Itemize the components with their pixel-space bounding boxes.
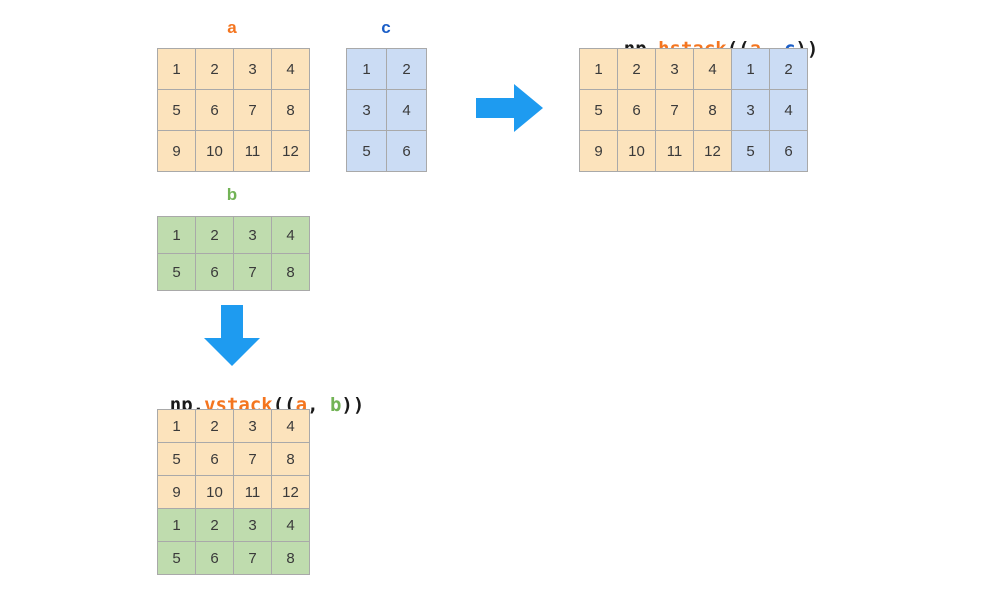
grid-cell: 8 — [693, 89, 732, 131]
grid-cell: 5 — [346, 130, 387, 172]
grid-cell: 5 — [579, 89, 618, 131]
grid-cell: 11 — [233, 130, 272, 172]
grid-cell: 3 — [731, 89, 770, 131]
array-label-c: c — [381, 18, 391, 37]
grid-cell: 5 — [157, 541, 196, 575]
grid-cell: 2 — [617, 48, 656, 90]
grid-cell: 4 — [271, 409, 310, 443]
grid-cell: 5 — [157, 442, 196, 476]
grid-cell: 12 — [271, 130, 310, 172]
grid-cell: 6 — [195, 89, 234, 131]
grid-cell: 4 — [271, 216, 310, 254]
grid-cell: 11 — [233, 475, 272, 509]
grid-cell: 3 — [346, 89, 387, 131]
grid-cell: 4 — [769, 89, 808, 131]
vstack-title-arg1: a — [295, 394, 308, 416]
grid-cell: 2 — [386, 48, 427, 90]
grid-cell: 1 — [731, 48, 770, 90]
grid-cell: 4 — [271, 508, 310, 542]
grid-cell: 3 — [233, 216, 272, 254]
grid-cell: 9 — [157, 475, 196, 509]
grid-cell: 3 — [655, 48, 694, 90]
grid-cell: 9 — [157, 130, 196, 172]
array-label-b: b — [226, 185, 238, 204]
grid-cell: 1 — [579, 48, 618, 90]
grid-cell: 6 — [617, 89, 656, 131]
vstack-title-arg2: b — [329, 394, 342, 416]
grid-cell: 1 — [157, 409, 196, 443]
grid-cell: 8 — [271, 253, 310, 291]
grid-cell: 2 — [195, 409, 234, 443]
grid-cell: 11 — [655, 130, 694, 172]
grid-cell: 4 — [693, 48, 732, 90]
grid-cell: 1 — [157, 48, 196, 90]
grid-cell: 7 — [655, 89, 694, 131]
grid-cell: 4 — [386, 89, 427, 131]
vstack-title-close-parens: )) — [341, 394, 365, 416]
vstack-title-separator: , — [307, 394, 330, 416]
grid-cell: 10 — [195, 475, 234, 509]
grid-cell: 12 — [271, 475, 310, 509]
grid-cell: 6 — [195, 253, 234, 291]
grid-cell: 2 — [195, 216, 234, 254]
grid-cell: 8 — [271, 541, 310, 575]
grid-cell: 2 — [769, 48, 808, 90]
grid-cell: 1 — [157, 216, 196, 254]
grid-cell: 10 — [617, 130, 656, 172]
grid-cell: 4 — [271, 48, 310, 90]
grid-cell: 1 — [346, 48, 387, 90]
arrow-down-icon — [204, 305, 260, 366]
grid-cell: 8 — [271, 89, 310, 131]
grid-cell: 5 — [157, 89, 196, 131]
grid-cell: 1 — [157, 508, 196, 542]
grid-cell: 7 — [233, 541, 272, 575]
grid-cell: 3 — [233, 508, 272, 542]
grid-cell: 6 — [195, 442, 234, 476]
grid-cell: 8 — [271, 442, 310, 476]
grid-cell: 6 — [195, 541, 234, 575]
grid-cell: 7 — [233, 442, 272, 476]
grid-cell: 3 — [233, 409, 272, 443]
grid-cell: 5 — [731, 130, 770, 172]
grid-cell: 2 — [195, 48, 234, 90]
grid-cell: 6 — [769, 130, 808, 172]
grid-cell: 7 — [233, 89, 272, 131]
grid-cell: 6 — [386, 130, 427, 172]
grid-cell: 2 — [195, 508, 234, 542]
grid-cell: 7 — [233, 253, 272, 291]
grid-cell: 10 — [195, 130, 234, 172]
grid-cell: 3 — [233, 48, 272, 90]
arrow-right-icon — [476, 84, 543, 132]
array-label-a: a — [227, 18, 237, 37]
grid-cell: 9 — [579, 130, 618, 172]
grid-cell: 5 — [157, 253, 196, 291]
grid-cell: 12 — [693, 130, 732, 172]
